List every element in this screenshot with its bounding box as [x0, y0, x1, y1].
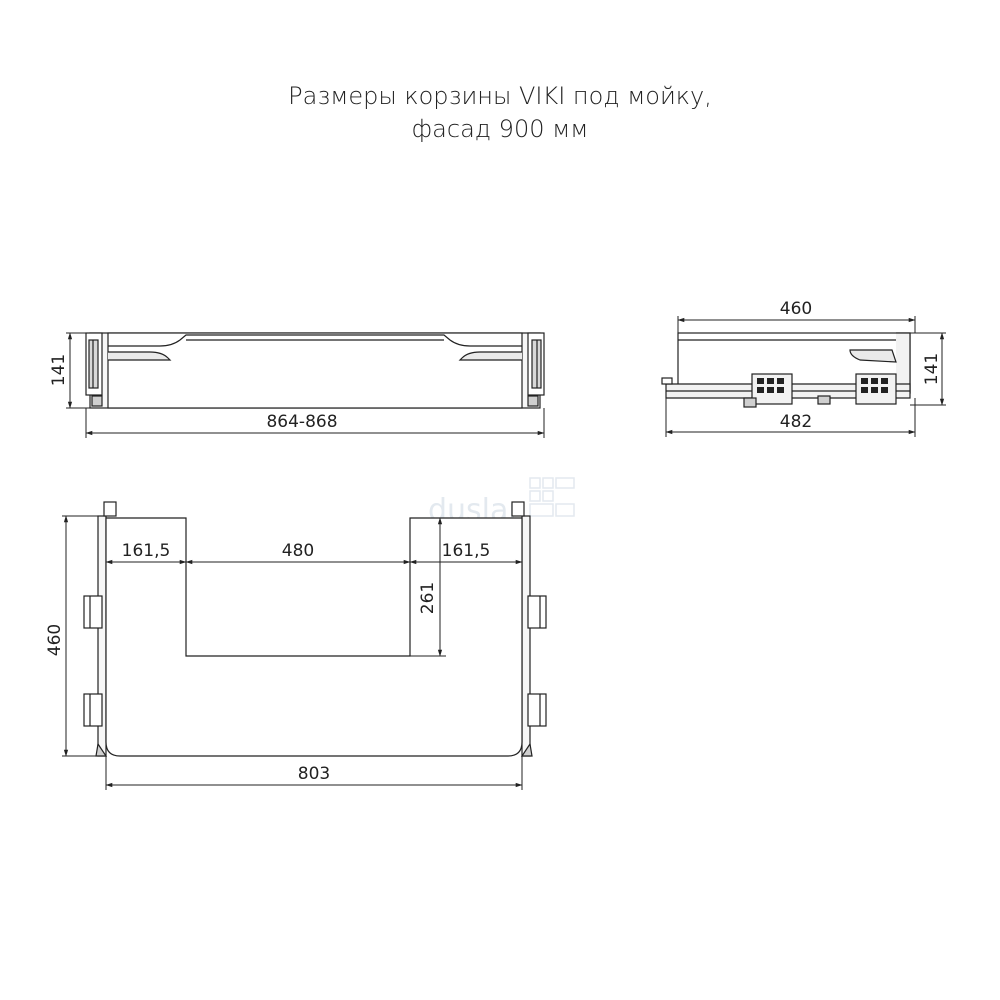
- side-view-clip-front: [743, 397, 757, 408]
- bracket-hole: [881, 387, 888, 393]
- top-right-margin-label: 161,5: [442, 541, 491, 561]
- side-view-clip-middle: [817, 395, 831, 405]
- top-width-label: 803: [298, 764, 330, 784]
- side-view-handle: [849, 349, 897, 363]
- front-height-label: 141: [49, 354, 69, 386]
- bracket-hole: [767, 387, 774, 393]
- top-view-left-tab: [103, 501, 117, 517]
- bracket-hole: [777, 378, 784, 384]
- bracket-hole: [861, 387, 868, 393]
- top-view-left-bracket-upper: [83, 595, 103, 629]
- front-view-left-handle: [108, 351, 172, 361]
- front-view-right-handle: [458, 351, 522, 361]
- top-view-right-bracket-upper: [527, 595, 547, 629]
- front-view: [85, 332, 545, 409]
- side-view-dimensions: [665, 316, 946, 437]
- front-view-dimensions: [66, 332, 545, 438]
- bracket-hole: [777, 387, 784, 393]
- front-view-rim: [108, 334, 522, 347]
- front-view-right-foot: [527, 395, 539, 407]
- front-width-label: 864-868: [266, 412, 337, 432]
- bracket-hole: [757, 387, 764, 393]
- diagram-title: Размеры корзины VIKI под мойку, фасад 90…: [0, 80, 1000, 146]
- side-bottom-width-label: 482: [780, 412, 812, 432]
- title-line-1: Размеры корзины VIKI под мойку,: [288, 82, 712, 110]
- top-cutout-depth-label: 261: [418, 582, 438, 614]
- side-view-front-stop: [661, 377, 673, 385]
- top-view-dimensions: [62, 515, 523, 790]
- side-view: [661, 332, 911, 408]
- bracket-hole: [767, 378, 774, 384]
- bracket-hole: [871, 378, 878, 384]
- front-view-left-foot: [91, 395, 103, 407]
- top-view-right-foot: [520, 742, 533, 757]
- top-cutout-width-label: 480: [282, 541, 314, 561]
- top-view: [83, 501, 547, 757]
- top-view-basket-outline: [105, 517, 523, 757]
- top-view-left-bracket-lower: [83, 693, 103, 727]
- bracket-hole: [861, 378, 868, 384]
- top-view-right-bracket-lower: [527, 693, 547, 727]
- top-depth-label: 460: [45, 624, 65, 656]
- title-line-2: фасад 900 мм: [411, 115, 589, 143]
- front-view-basket: [107, 332, 523, 409]
- bracket-hole: [871, 387, 878, 393]
- top-left-margin-label: 161,5: [122, 541, 171, 561]
- bracket-hole: [881, 378, 888, 384]
- top-view-right-tab: [511, 501, 525, 517]
- side-height-label: 141: [922, 353, 942, 385]
- side-top-width-label: 460: [780, 299, 812, 319]
- top-view-left-foot: [95, 742, 108, 757]
- bracket-hole: [757, 378, 764, 384]
